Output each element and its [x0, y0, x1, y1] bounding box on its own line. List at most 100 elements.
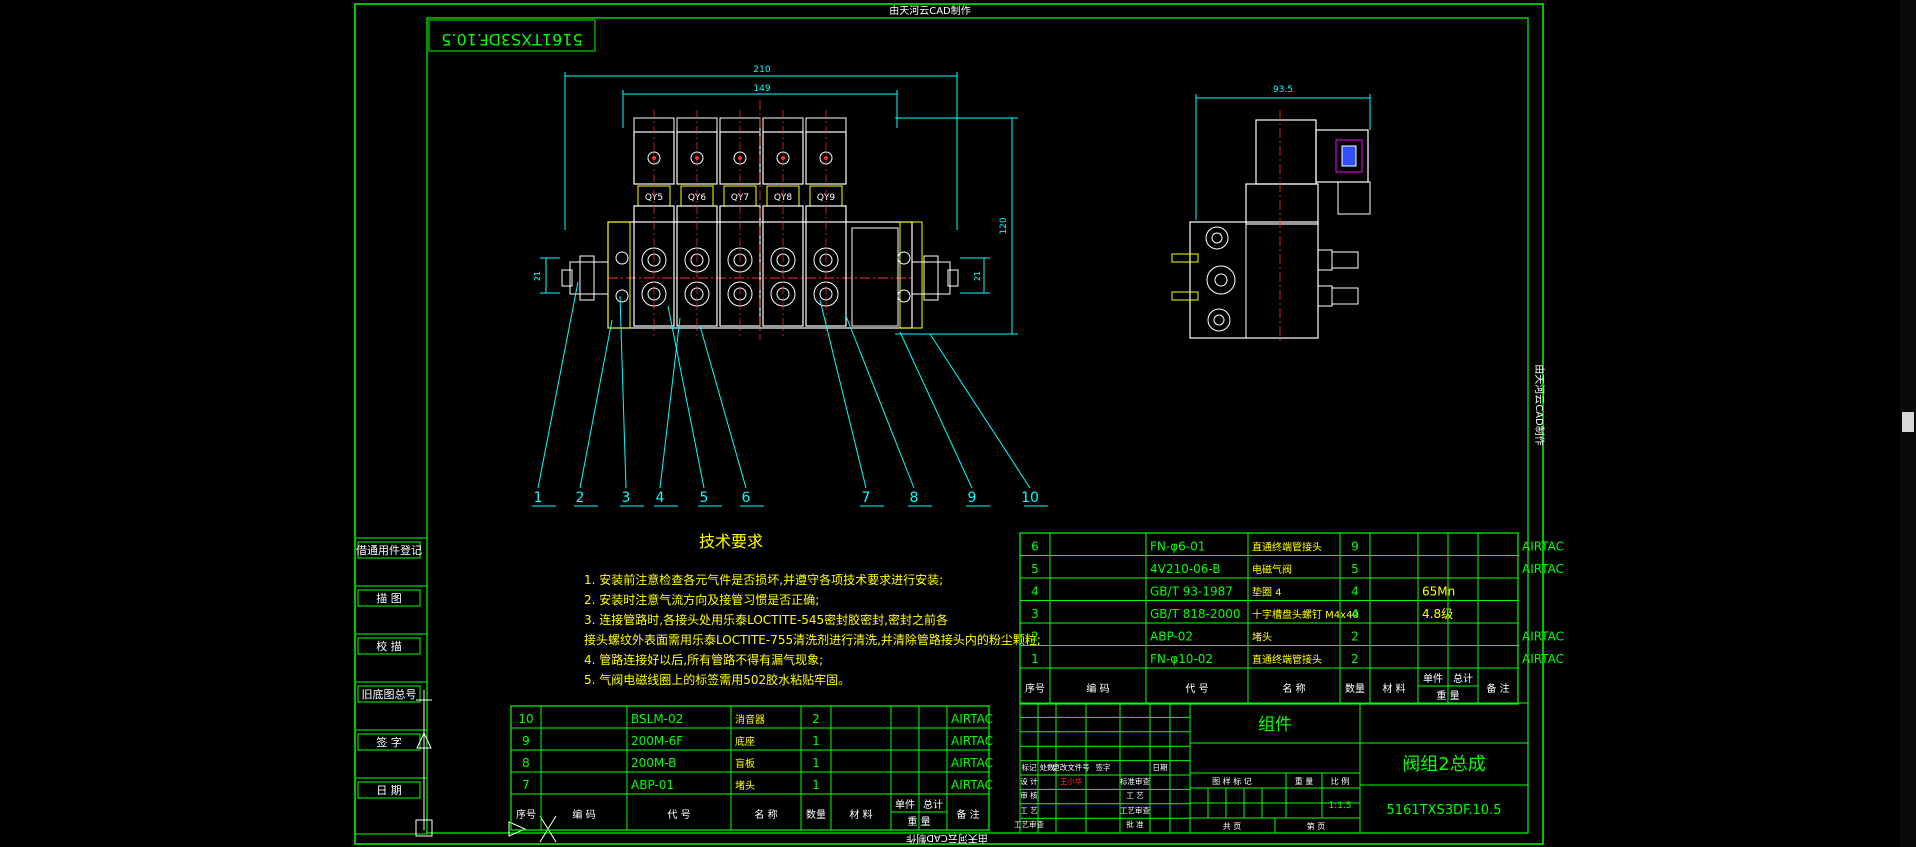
bom-header: 备 注	[956, 808, 979, 821]
bom-cell: 6	[1031, 540, 1039, 554]
side-block-label: 日 期	[376, 784, 402, 797]
bom-header: 材 料	[849, 808, 872, 821]
bom-cell: AIRTAC	[951, 712, 993, 726]
bom-cell: AIRTAC	[951, 734, 993, 748]
balloon-6: 6	[742, 490, 751, 506]
scrollbar-thumb[interactable]	[1902, 412, 1914, 432]
bom-cell: 盲板	[735, 757, 755, 770]
balloon-10: 10	[1021, 490, 1039, 506]
bom-cell: 1	[812, 756, 820, 770]
tech-line: 5. 气阀电磁线圈上的标签需用502胶水粘贴牢固。	[584, 672, 850, 687]
dim-right-port: 21	[973, 271, 982, 281]
bom-cell: GB/T 818-2000	[1150, 607, 1241, 621]
valve-3: QY7	[719, 110, 761, 336]
tb-label: 工 艺	[1020, 806, 1037, 815]
tb-component: 组件	[1258, 715, 1292, 735]
valve-2: QY6	[676, 110, 718, 336]
tech-line: 2. 安装时注意气流方向及接管习惯是否正确;	[584, 592, 819, 607]
bom-header: 名 称	[1282, 682, 1305, 695]
watermark-bottom: 由天河云CAD制作	[906, 832, 988, 845]
bom-header: 单件	[895, 799, 915, 811]
bom-cell: 堵头	[735, 779, 755, 792]
balloon-8: 8	[910, 490, 919, 506]
bom-cell: 5	[1031, 562, 1039, 576]
tech-line: 4. 管路连接好以后,所有管路不得有漏气现象;	[584, 652, 823, 667]
bom-cell: 1	[812, 778, 820, 792]
balloon-2: 2	[576, 490, 585, 506]
dim-left-port: 21	[533, 271, 542, 281]
bom-cell: AIRTAC	[1522, 630, 1564, 644]
vertical-scrollbar[interactable]	[1900, 0, 1916, 847]
bom-header: 序号	[1025, 682, 1045, 695]
bom-cell: 9	[522, 734, 530, 748]
bom-header: 编 码	[572, 808, 595, 821]
drawing-no-box	[428, 19, 596, 52]
tb-label: 更改文件号	[1052, 762, 1090, 772]
bom-cell: 十字槽盘头螺钉 M4x40	[1252, 608, 1359, 621]
tb-label: 设 计	[1020, 776, 1038, 786]
side-block-label: 校 描	[376, 639, 402, 653]
side-block-label: 描 图	[376, 591, 402, 605]
balloon-7: 7	[862, 490, 871, 506]
tb-label: 处数	[1040, 762, 1056, 772]
tb-label: 标记	[1022, 762, 1038, 772]
balloon-9: 9	[968, 490, 977, 506]
bom-header: 备 注	[1486, 682, 1509, 695]
tb-label: 批 准	[1126, 819, 1144, 829]
bom-cell: 电磁气阀	[1252, 563, 1292, 576]
bom-cell: 200M-B	[631, 756, 676, 770]
tech-requirements: 1. 安装前注意检查各元气件是否损坏,并遵守各项技术要求进行安装;2. 安装时注…	[584, 572, 1041, 687]
bom-cell: AIRTAC	[951, 778, 993, 792]
bom-cell: 2	[812, 712, 820, 726]
tech-line: 接头螺纹外表面需用乐泰LOCTITE-755清洗剂进行清洗,并清除管路接头内的粉…	[584, 632, 1041, 647]
tb-label: 审 核	[1020, 790, 1038, 800]
bom-header: 代 号	[667, 809, 690, 821]
bom-header: 数量	[1345, 682, 1365, 695]
valve-5: QY9	[805, 110, 847, 336]
dim-overall: 210	[753, 65, 770, 75]
bom-cell: 10	[518, 712, 533, 726]
tb-label: 日期	[1153, 763, 1168, 772]
bom-cell: 堵头	[1252, 631, 1272, 644]
drawing-no-mirror: 5161TXS3DF.10.5	[441, 30, 582, 49]
bom-cell: 1	[1031, 652, 1039, 666]
tb-label: 工艺审查	[1120, 805, 1150, 815]
tb-scale: 1:1.5	[1328, 801, 1351, 811]
dim-height: 120	[999, 217, 1009, 234]
tb-sheet: 第 页	[1307, 821, 1326, 831]
tb-stage: 图 样 标 记	[1212, 776, 1252, 786]
valve-1: QY5	[633, 110, 675, 336]
bom-cell: 3	[1031, 607, 1039, 621]
bom-cell: 消音器	[735, 713, 765, 726]
bom-cell: 4	[1351, 585, 1359, 599]
bom-cell: 2	[1351, 652, 1359, 666]
tech-line: 3. 连接管路时,各接头处用乐泰LOCTITE-545密封胶密封,密封之前各	[584, 612, 948, 627]
bom-header: 总计	[923, 798, 943, 811]
balloon-1: 1	[534, 490, 543, 506]
bom-cell: 65Mn	[1422, 585, 1455, 599]
bom-cell: 4	[1031, 585, 1039, 599]
bom-header: 代 号	[1185, 683, 1208, 695]
bom-cell: FN-φ10-02	[1150, 652, 1213, 666]
tb-name: 阀组2总成	[1402, 754, 1485, 775]
bom-cell: ABP-01	[631, 778, 674, 792]
watermark-right: 由天河云CAD制作	[1533, 364, 1546, 446]
tb-ratio: 比 例	[1331, 776, 1350, 786]
bom-cell: 7	[522, 778, 530, 792]
tb-sheets: 共 页	[1223, 822, 1242, 831]
side-block-label: 借通用件登记	[356, 543, 422, 557]
bom-cell: ABP-02	[1150, 630, 1193, 644]
tb-weight: 重 量	[1295, 776, 1314, 786]
bom-header: 名 称	[754, 808, 777, 821]
inner-frame	[426, 17, 1529, 834]
dim-side-width: 93.5	[1273, 85, 1293, 95]
bom-cell: 直通终端管接头	[1252, 541, 1322, 554]
bom-header: 总计	[1453, 672, 1473, 685]
bom-header: 单件	[1423, 673, 1443, 685]
balloon-5: 5	[700, 490, 709, 506]
bom-cell: 2	[1351, 630, 1359, 644]
